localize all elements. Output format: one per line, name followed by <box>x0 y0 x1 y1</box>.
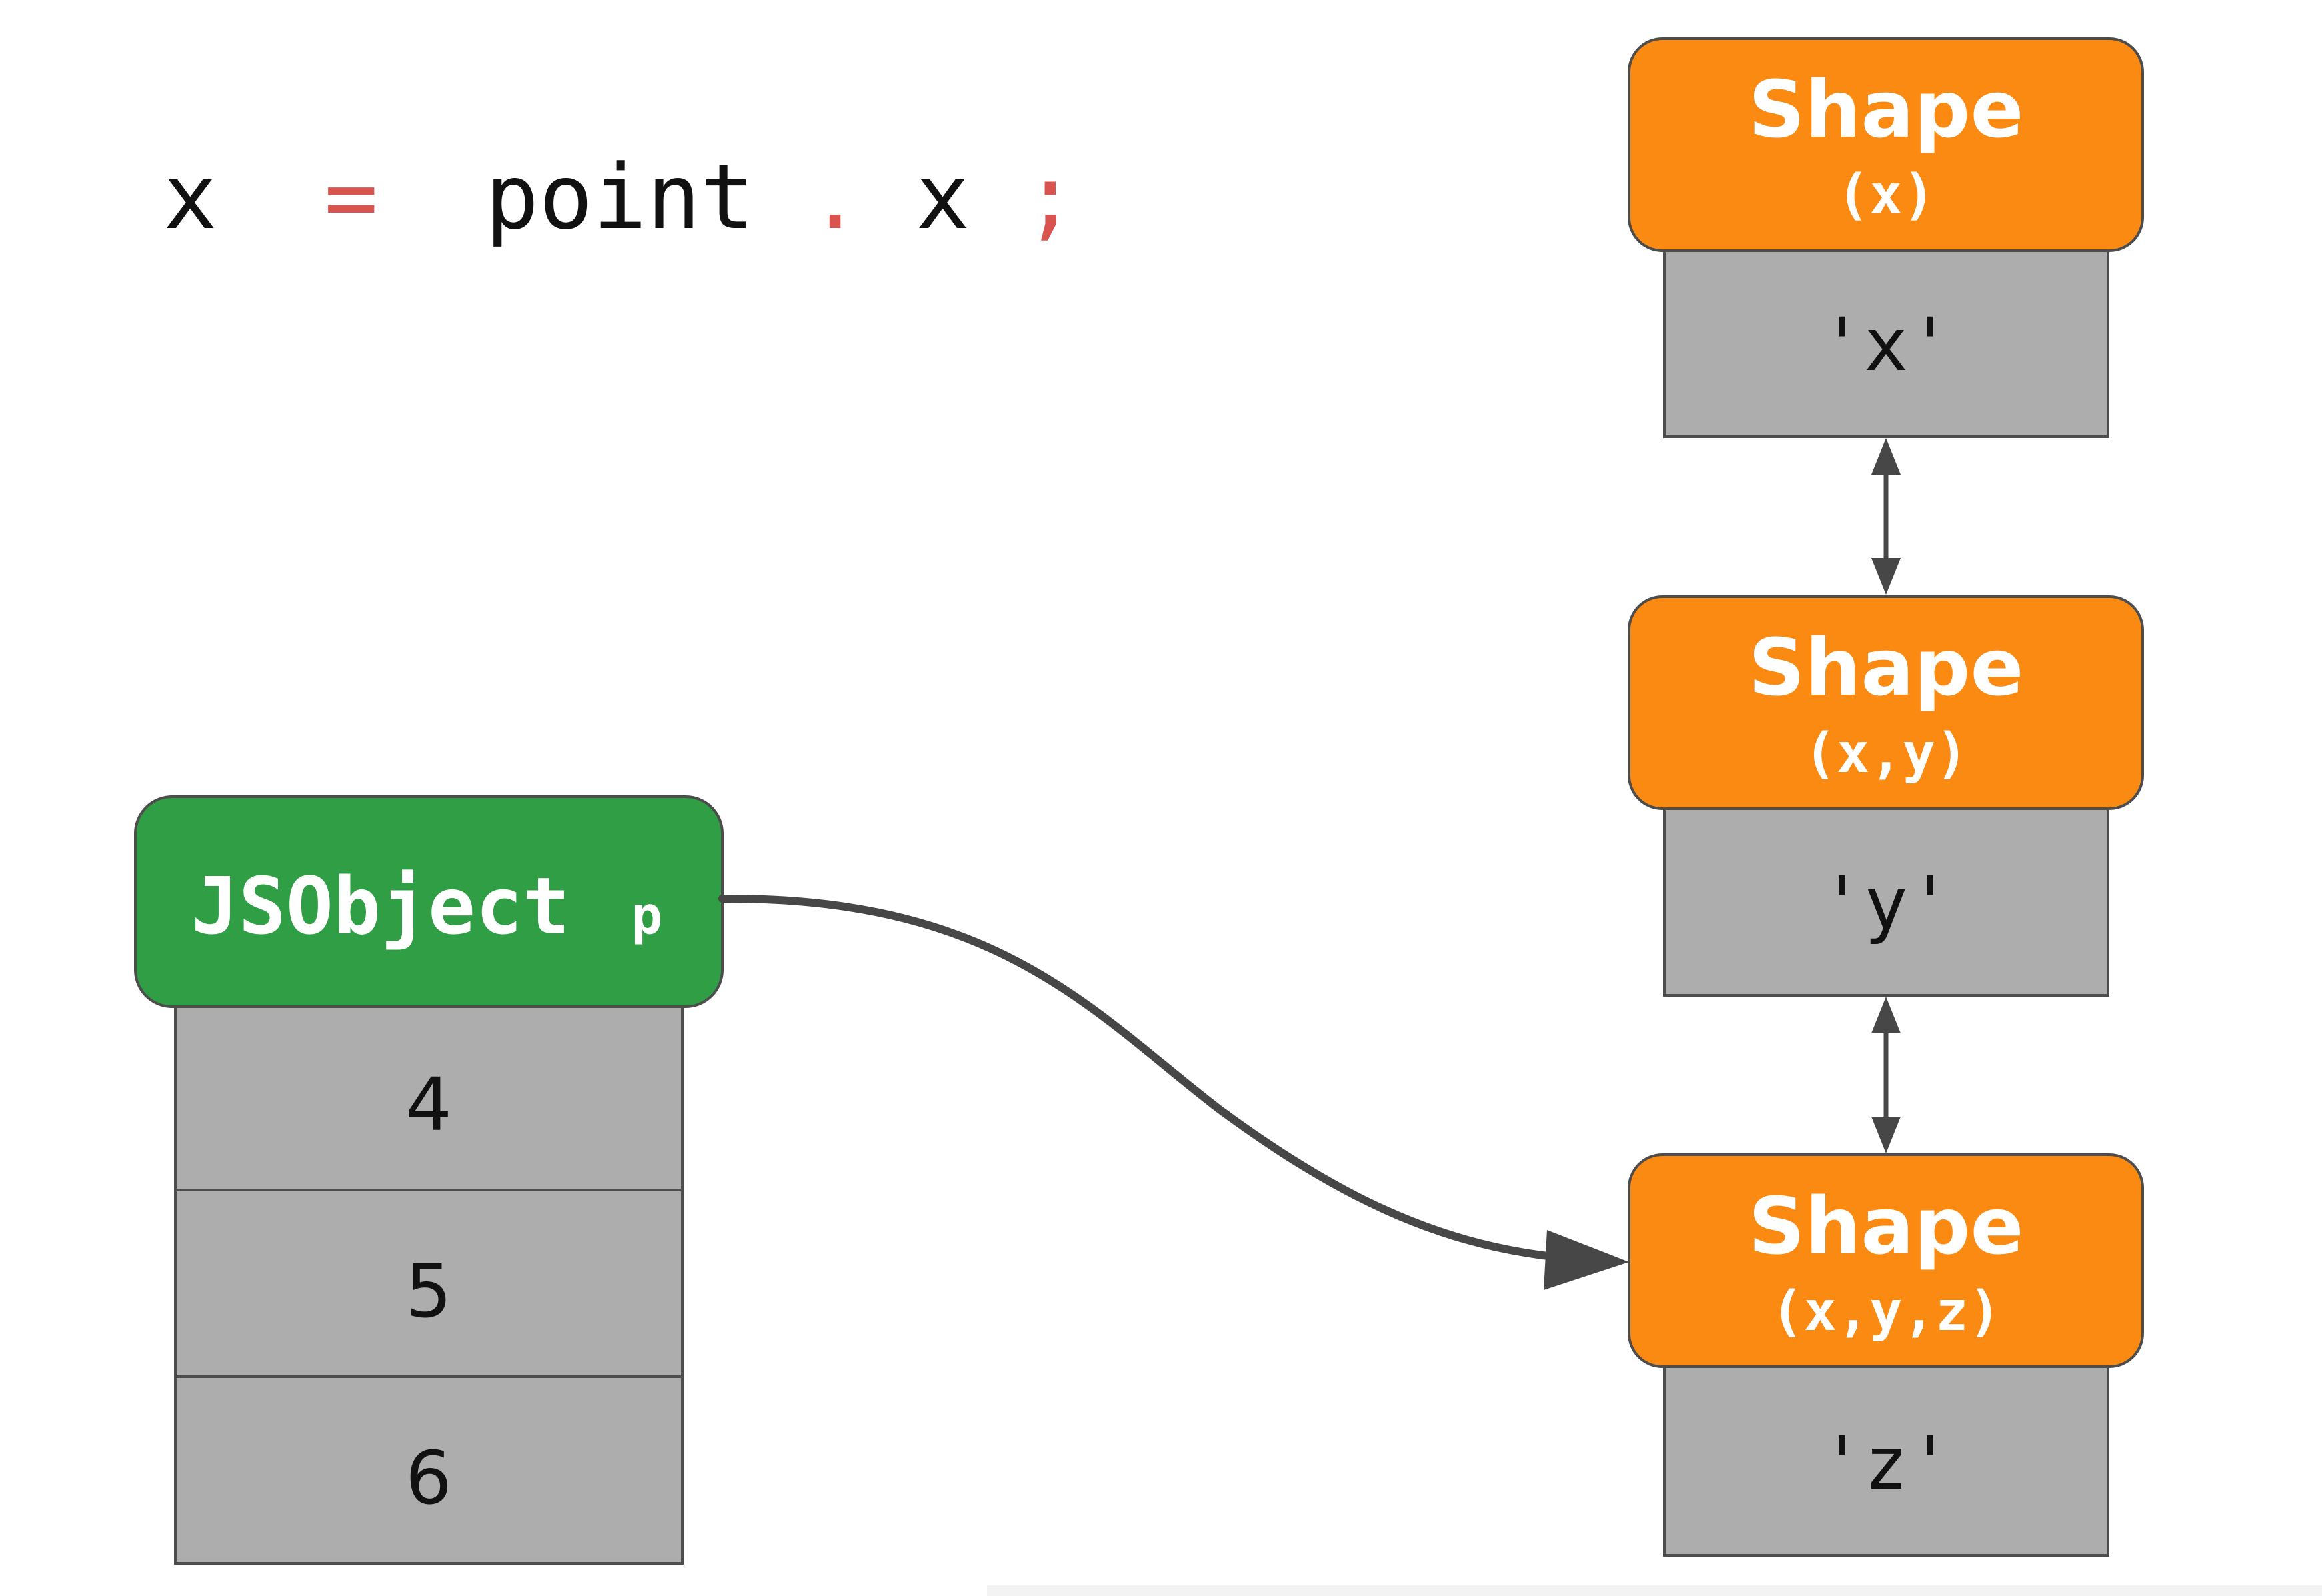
shape-pointer-arrow <box>718 894 1629 1290</box>
value-cell <box>174 1002 684 1191</box>
jsobject-label: JSObject <box>191 860 570 952</box>
shape-props: (x) <box>1837 163 1935 227</box>
transition-arrow-x-xy <box>1871 438 1901 595</box>
code-dot: . <box>808 145 862 249</box>
shape-key: 'y' <box>1820 861 1953 946</box>
code-line: x = point . x ; <box>163 145 1077 249</box>
shape-props: (x,y) <box>1804 722 1969 785</box>
jsobject-header: JSObject p <box>134 795 724 1008</box>
shape-transition-arrows <box>1871 438 1901 1153</box>
value-cell <box>174 1189 684 1378</box>
shape-header <box>1628 37 2144 252</box>
jsobject-var: p <box>631 886 662 946</box>
shape-header <box>1628 1153 2144 1368</box>
jsobject-values: 4 5 6 <box>174 1002 684 1565</box>
value-text: 6 <box>405 1435 452 1521</box>
shape-key: 'z' <box>1820 1421 1953 1506</box>
code-prop: x <box>916 145 970 249</box>
value-cell <box>174 1375 684 1565</box>
bottom-shadow <box>987 1585 2322 1596</box>
shape-key: 'x' <box>1820 302 1953 387</box>
code-semi: ; <box>1024 145 1078 249</box>
code-eq: = <box>324 145 378 249</box>
value-text: 5 <box>405 1249 452 1334</box>
shape-key-cell <box>1663 245 2109 438</box>
shape-title: Shape <box>1748 621 2023 713</box>
shape-title: Shape <box>1748 1180 2023 1272</box>
transition-arrow-xy-xyz <box>1871 997 1901 1153</box>
value-text: 4 <box>405 1062 452 1147</box>
shape-title: Shape <box>1748 63 2023 155</box>
shape-props: (x,y,z) <box>1771 1280 2001 1343</box>
shape-key-cell <box>1663 804 2109 997</box>
shape-x: 'x' Shape (x) <box>1628 37 2144 438</box>
svg-text:JSObject p: JSObject p <box>191 860 662 952</box>
code-obj: point <box>485 145 754 249</box>
shape-header <box>1628 595 2144 810</box>
code-var: x <box>163 145 217 249</box>
shape-xy: 'y' Shape (x,y) <box>1628 595 2144 997</box>
shape-xyz: 'z' Shape (x,y,z) <box>1628 1153 2144 1557</box>
shape-key-cell <box>1663 1364 2109 1557</box>
